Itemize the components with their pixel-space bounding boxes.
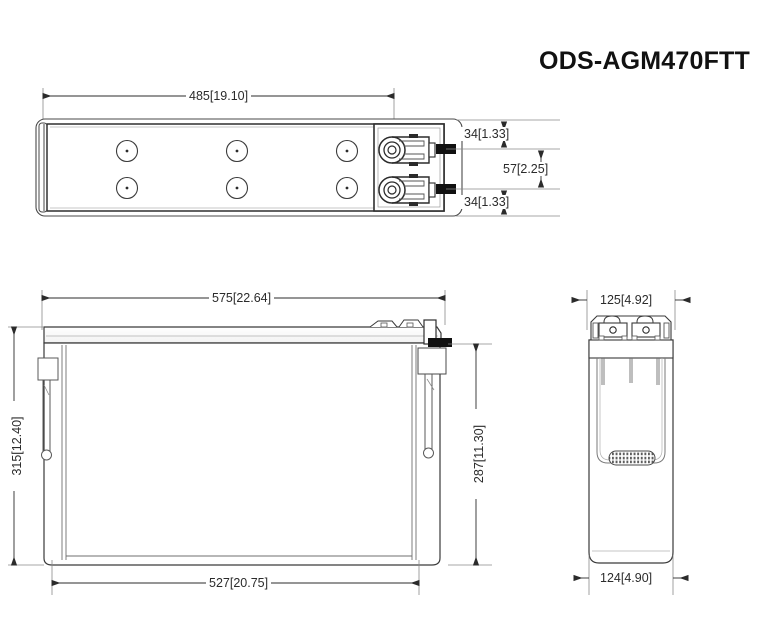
front-terminal-stud	[428, 338, 452, 347]
side-view-terminals	[592, 315, 670, 341]
page-title: ODS-AGM470FTT	[539, 47, 750, 75]
vent-cap	[115, 139, 139, 163]
top-dim-witness-lines	[446, 119, 560, 217]
side-view-group	[571, 290, 691, 595]
top-view-group	[35, 88, 560, 217]
front-view-terminal-right	[369, 319, 452, 459]
dim-label-top-length: 485[19.10]	[186, 89, 252, 103]
side-view-detail-lines	[601, 358, 660, 385]
vent-cap	[225, 139, 249, 163]
dim-label-overall-height: 315[12.40]	[10, 401, 24, 491]
front-dim-527-witness	[51, 560, 420, 595]
dim-label-case-length: 527[20.75]	[206, 576, 272, 590]
vent-cap	[225, 176, 249, 200]
dim-label-terminal-offset-lower: 34[1.33]	[461, 195, 513, 209]
front-dim-287-witness	[448, 343, 492, 566]
vent-cap	[335, 176, 359, 200]
dim-label-terminal-offset-upper: 34[1.33]	[461, 127, 513, 141]
front-view-case-body	[43, 342, 441, 566]
front-view-inner-lines	[61, 345, 417, 560]
side-view-cover-band	[588, 339, 674, 359]
top-view-terminal-block	[373, 123, 456, 212]
terminal-negative	[378, 174, 436, 206]
dim-label-overall-width: 125[4.92]	[597, 293, 656, 307]
vent-cap	[115, 176, 139, 200]
side-dim-124-witness	[588, 555, 674, 595]
dim-label-terminal-spacing: 57[2.25]	[500, 162, 552, 176]
front-view-group	[8, 290, 492, 595]
front-view-lid	[43, 326, 442, 344]
top-view-vent-caps	[115, 139, 359, 200]
vent-cap	[335, 139, 359, 163]
side-dim-125-witness	[586, 290, 676, 330]
top-view-handle-recess	[38, 122, 48, 213]
dim-label-overall-length: 575[22.64]	[209, 291, 275, 305]
front-view-handle-left	[37, 357, 59, 461]
dim-label-base-width: 124[4.90]	[597, 571, 656, 585]
side-view-handle-grip	[608, 450, 656, 466]
terminal-positive	[378, 134, 436, 166]
dim-label-case-height: 287[11.30]	[472, 409, 486, 499]
